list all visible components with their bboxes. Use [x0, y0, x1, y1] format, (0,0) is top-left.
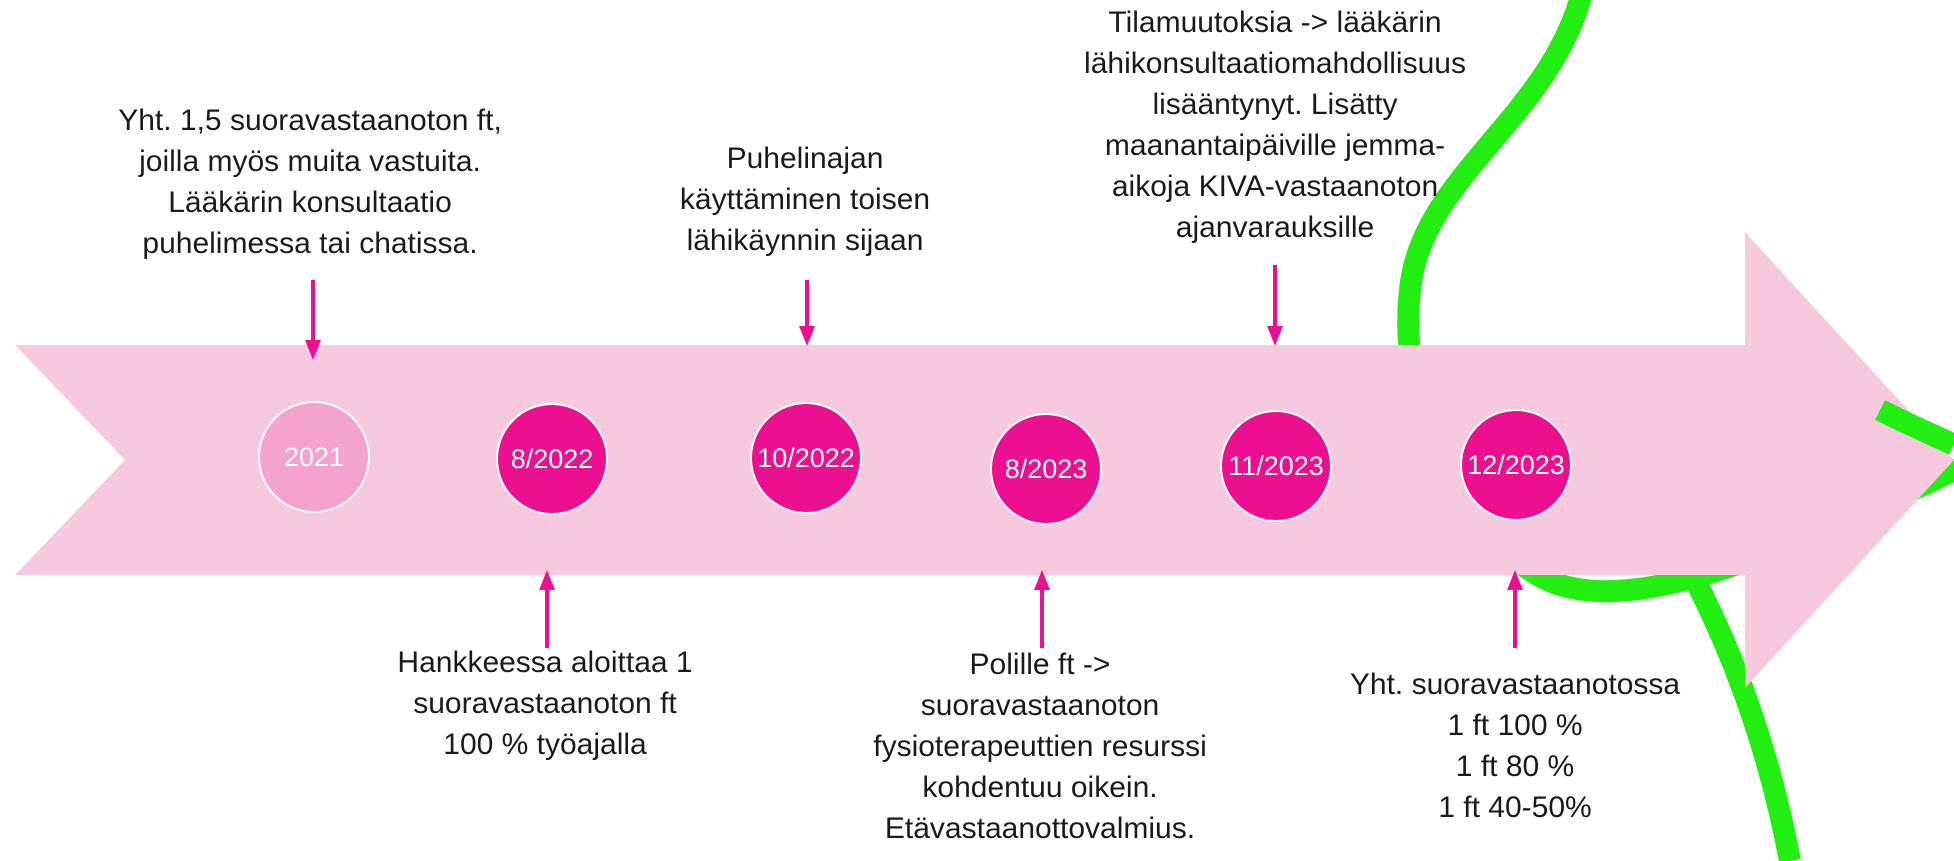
- event-text-8-2023: Polille ft -> suoravastaanoton fysiotera…: [873, 648, 1207, 845]
- date-label: 11/2023: [1228, 450, 1324, 481]
- date-node-2021: 2021: [258, 401, 370, 513]
- connector-arrow-10-2022: [799, 280, 815, 346]
- date-node-8-2023: 8/2023: [990, 413, 1102, 525]
- date-node-12-2023: 12/2023: [1460, 409, 1572, 521]
- event-text-2021: Yht. 1,5 suoravastaanoton ft, joilla myö…: [118, 104, 502, 260]
- date-label: 12/2023: [1467, 449, 1565, 480]
- event-text-11-2023: Tilamuutoksia -> lääkärin lähikonsultaat…: [1084, 6, 1466, 244]
- green-curve-tail: [1875, 400, 1954, 455]
- event-text-8-2022: Hankkeessa aloittaa 1 suoravastaanoton f…: [397, 646, 693, 761]
- connector-arrow-8-2022: [539, 570, 555, 648]
- timeline-arrow: [15, 232, 1954, 688]
- connector-arrow-8-2023: [1034, 570, 1050, 648]
- date-label: 10/2022: [757, 442, 855, 473]
- date-node-8-2022: 8/2022: [496, 403, 608, 515]
- date-node-11-2023: 11/2023: [1220, 410, 1332, 522]
- date-label: 8/2022: [510, 443, 594, 474]
- date-label: 8/2023: [1004, 453, 1088, 484]
- connector-arrow-12-2023: [1507, 570, 1523, 648]
- date-label: 2021: [283, 441, 345, 472]
- date-node-10-2022: 10/2022: [750, 402, 862, 514]
- event-text-10-2022: Puhelinajan käyttäminen toisen lähikäynn…: [679, 142, 931, 257]
- connector-arrow-2021: [305, 280, 321, 360]
- connector-arrow-11-2023: [1267, 265, 1283, 346]
- event-text-12-2023: Yht. suoravastaanotossa 1 ft 100 % 1 ft …: [1349, 668, 1681, 824]
